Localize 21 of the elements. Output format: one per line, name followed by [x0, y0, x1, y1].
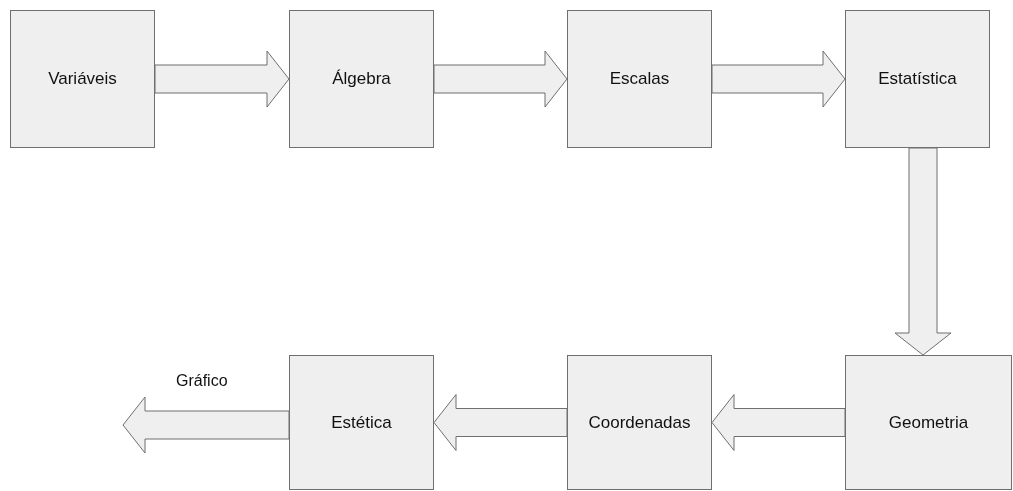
block-arrow [122, 396, 290, 454]
block-arrow [711, 50, 846, 108]
box-label: Geometria [888, 412, 969, 433]
process-box [845, 10, 990, 148]
block-arrow [894, 147, 952, 356]
process-box [289, 355, 434, 490]
block-arrow [433, 394, 568, 451]
process-box [567, 10, 712, 148]
box-label: Variáveis [48, 69, 117, 89]
block-arrow [154, 50, 290, 108]
box-label: Álgebra [332, 69, 391, 89]
process-box [845, 355, 1012, 490]
process-box [289, 10, 434, 148]
box-label: Escalas [609, 69, 670, 89]
box-label: Estatística [878, 69, 957, 89]
process-box [567, 355, 712, 490]
box-label: Estética [331, 412, 392, 433]
block-arrow [433, 50, 568, 108]
process-box [10, 10, 155, 148]
box-label: Coordenadas [588, 412, 691, 433]
block-arrow [711, 394, 846, 451]
